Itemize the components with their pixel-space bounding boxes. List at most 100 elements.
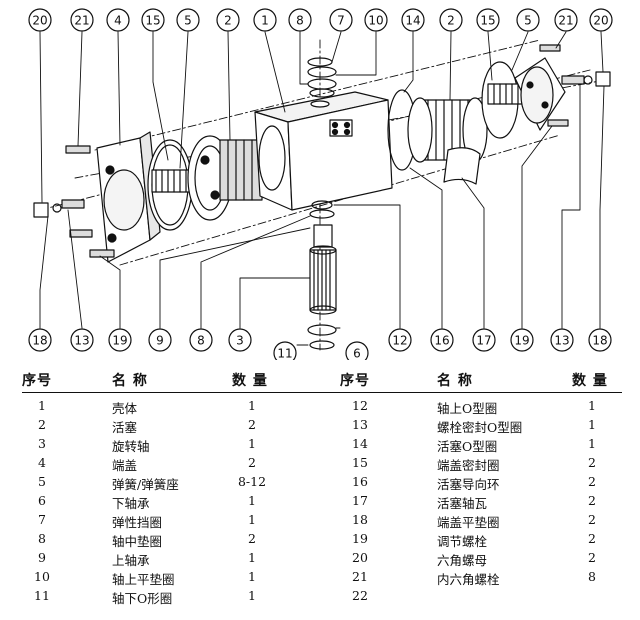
table-row: 15 端盖密封圈 2 [22, 455, 622, 474]
housing-body [254, 91, 393, 211]
part-number: 4 [38, 455, 46, 470]
callout-circle-bottom-7 [345, 341, 369, 360]
part-quantity: 2 [248, 455, 256, 470]
end-cap-left [96, 131, 161, 263]
callout-circle-top-6 [253, 8, 277, 32]
part-number: 19 [352, 531, 368, 546]
part-number: 1 [38, 398, 46, 413]
callout-circle-top-12 [476, 8, 500, 32]
table-row: 22 [22, 588, 622, 607]
part-quantity: 2 [588, 512, 596, 527]
callout-circle-top-15 [589, 8, 613, 32]
part-quantity: 2 [588, 531, 596, 546]
callout-label-top-7: 8 [296, 14, 304, 28]
callout-label-bottom-8: 12 [392, 334, 407, 348]
callout-circle-top-10 [401, 8, 425, 32]
callout-label-top-14: 21 [558, 14, 573, 28]
part-quantity: 2 [248, 417, 256, 432]
part-name: 轴中垫圈 [112, 534, 163, 549]
callout-label-top-3: 15 [145, 14, 160, 28]
part-number: 22 [352, 588, 368, 603]
part-quantity: 8-12 [237, 474, 267, 489]
callout-label-top-6: 1 [261, 14, 269, 28]
part-number: 14 [352, 436, 368, 451]
part-quantity: 1 [248, 588, 256, 603]
header-no-left: 序号 [22, 373, 52, 389]
callout-label-bottom-2: 19 [112, 334, 127, 348]
header-name-right: 名 称 [437, 373, 473, 389]
callout-label-bottom-11: 19 [514, 334, 529, 348]
table-row: 19 调节螺栓 2 [22, 531, 622, 550]
part-number: 7 [38, 512, 46, 527]
header-no-right: 序号 [340, 373, 370, 389]
callout-label-bottom-9: 16 [434, 334, 449, 348]
part-quantity: 1 [588, 436, 596, 451]
callout-label-bottom-3: 9 [156, 334, 164, 348]
part-quantity: 2 [588, 550, 596, 565]
callout-circle-bottom-1 [70, 328, 94, 352]
leader-lines [39, 31, 605, 346]
part-number: 10 [34, 569, 50, 584]
callout-circle-bottom-0 [28, 328, 52, 352]
piston-right [407, 97, 488, 163]
callout-label-top-2: 4 [114, 14, 122, 28]
part-name: 端盖 [112, 458, 138, 473]
callout-label-bottom-13: 18 [592, 334, 607, 348]
callout-label-top-1: 21 [74, 14, 89, 28]
callout-label-top-5: 2 [224, 14, 232, 28]
rotating-shaft [307, 200, 337, 350]
header-qty-right: 数 量 [572, 373, 608, 389]
part-number: 15 [352, 455, 368, 470]
table-row: 10 轴上平垫圈 1 [22, 569, 622, 588]
callout-circle-bottom-4 [189, 328, 213, 352]
callout-label-bottom-12: 13 [554, 334, 569, 348]
callout-label-top-13: 5 [524, 14, 532, 28]
part-quantity: 2 [248, 531, 256, 546]
part-number: 12 [352, 398, 368, 413]
callout-label-top-8: 7 [337, 14, 345, 28]
callout-circle-bottom-10 [472, 328, 496, 352]
callout-label-top-10: 14 [405, 14, 420, 28]
part-number: 13 [352, 417, 368, 432]
part-name: 轴上平垫圈 [112, 572, 175, 587]
part-name: 活塞O型圈 [437, 439, 498, 454]
part-quantity: 1 [248, 398, 256, 413]
part-number: 18 [352, 512, 368, 527]
part-quantity: 1 [248, 569, 256, 584]
callout-label-bottom-1: 13 [74, 334, 89, 348]
part-number: 3 [38, 436, 46, 451]
callout-circle-bottom-11 [510, 328, 534, 352]
callout-label-top-11: 2 [447, 14, 455, 28]
part-number: 16 [352, 474, 368, 489]
callout-circle-bottom-6 [273, 341, 297, 360]
fasteners-left [33, 145, 115, 258]
part-name: 端盖平垫圈 [437, 515, 500, 530]
header-name-left: 名 称 [112, 373, 148, 389]
part-name: 调节螺栓 [437, 534, 488, 549]
callout-circle-top-8 [329, 8, 353, 32]
part-name: 活塞轴瓦 [437, 496, 488, 511]
part-quantity: 1 [248, 550, 256, 565]
part-name: 弹性挡圈 [112, 515, 163, 530]
part-quantity: 1 [588, 417, 596, 432]
callout-circle-top-0 [28, 8, 52, 32]
part-number: 11 [34, 588, 50, 603]
part-quantity: 1 [588, 398, 596, 413]
callout-label-bottom-10: 17 [476, 334, 491, 348]
part-name: 端盖密封圈 [437, 458, 500, 473]
callout-label-bottom-7: 6 [353, 347, 361, 361]
springs-right [481, 61, 529, 139]
callout-circle-top-9 [364, 8, 388, 32]
part-name: 上轴承 [112, 553, 150, 568]
callout-circle-bottom-3 [148, 328, 172, 352]
